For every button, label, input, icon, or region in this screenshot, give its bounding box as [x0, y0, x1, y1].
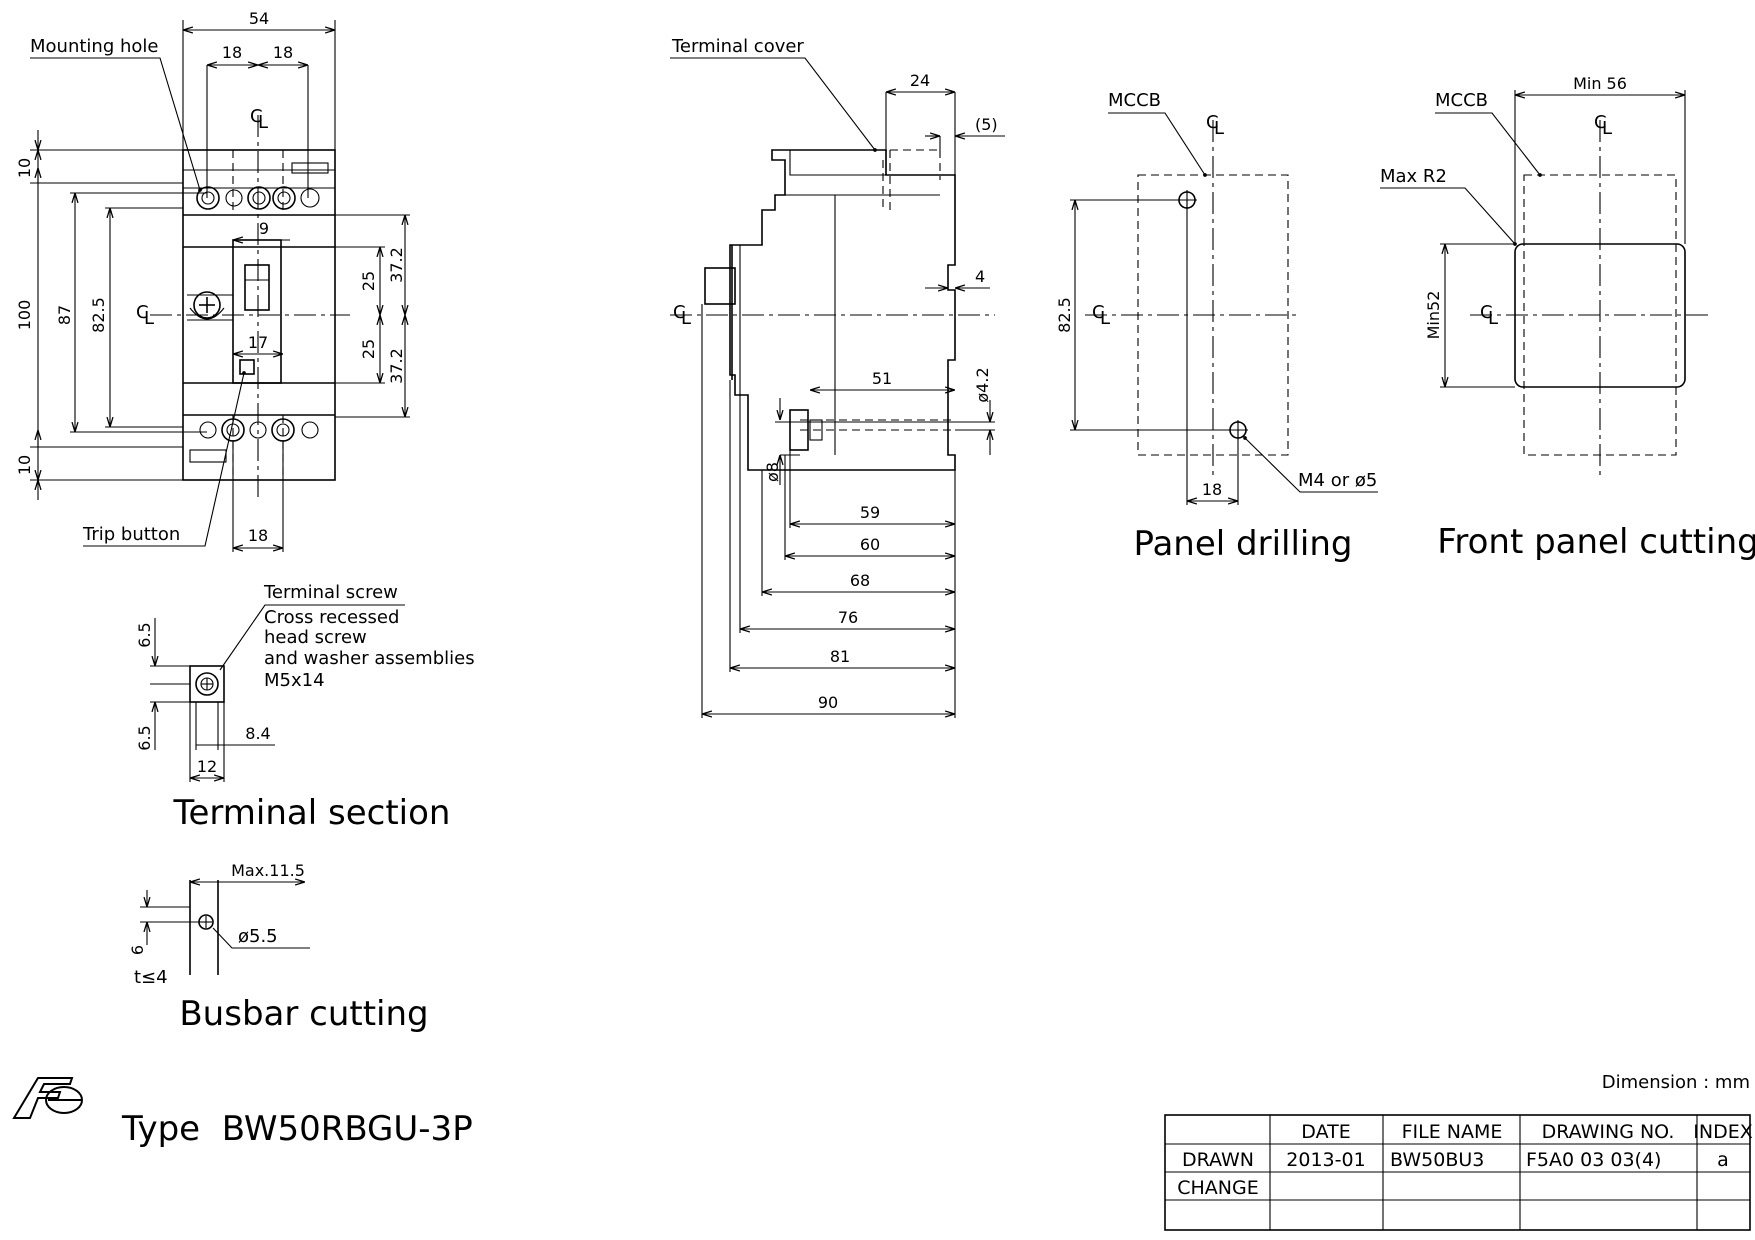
dim-phi-4-2: ø4.2 — [973, 367, 992, 402]
dim-68: 68 — [850, 571, 870, 590]
dim-phi-5-5: ø5.5 — [238, 926, 278, 947]
label-m4-or-5: M4 or ø5 — [1298, 470, 1377, 491]
dim-24: 24 — [910, 71, 930, 90]
row-change-label: CHANGE — [1177, 1177, 1259, 1199]
dim-81: 81 — [830, 647, 850, 666]
svg-text:C: C — [1480, 302, 1493, 323]
adjust-screw-icon — [187, 291, 233, 321]
svg-text:L: L — [681, 308, 691, 329]
dim-10-top: 10 — [15, 158, 34, 178]
svg-text:L: L — [1602, 118, 1612, 139]
busbar-cutting-view: Max.11.5 6 t≤4 ø5.5 Busbar cutting — [128, 861, 429, 1034]
label-mccb-drilling: MCCB — [1108, 90, 1161, 111]
dim-t-le-4: t≤4 — [134, 967, 168, 988]
row-drawn-drawing-no: F5A0 03 03(4) — [1526, 1149, 1661, 1171]
dim-82-5-panel: 82.5 — [1055, 297, 1074, 333]
caption-terminal-section: Terminal section — [173, 793, 451, 833]
header-date: DATE — [1301, 1121, 1350, 1143]
row-drawn-index: a — [1717, 1149, 1729, 1171]
dim-18-panel: 18 — [1202, 480, 1222, 499]
top-terminals-icon — [196, 162, 329, 210]
row-drawn-file: BW50BU3 — [1390, 1149, 1484, 1171]
terminal-section-view: 6.5 6.5 12 8.4 Terminal screw Cross rece… — [135, 582, 475, 833]
caption-panel-drilling: Panel drilling — [1133, 524, 1352, 564]
dim-5: (5) — [975, 115, 998, 134]
dim-82-5: 82.5 — [89, 297, 108, 333]
dim-12: 12 — [197, 757, 217, 776]
front-view: CL CL 54 18 18 10 100 87 82.5 10 25 25 3… — [15, 9, 410, 552]
dim-min-56: Min 56 — [1573, 74, 1627, 93]
svg-text:C: C — [1206, 112, 1219, 133]
svg-text:C: C — [136, 302, 149, 323]
dim-4: 4 — [975, 267, 985, 286]
dim-25a: 25 — [359, 271, 378, 291]
label-mounting-hole: Mounting hole — [30, 36, 158, 57]
svg-text:C: C — [250, 106, 263, 127]
row-drawn-date: 2013-01 — [1286, 1149, 1365, 1171]
dim-37-2b: 37.2 — [387, 348, 406, 384]
svg-text:L: L — [1100, 308, 1110, 329]
dim-8-4: 8.4 — [245, 724, 270, 743]
dim-100: 100 — [15, 300, 34, 331]
dim-17: 17 — [248, 333, 268, 352]
terminal-screw-desc-2: head screw — [264, 627, 367, 648]
terminal-screw-desc-3: and washer assemblies — [264, 648, 475, 669]
label-max-r2: Max R2 — [1380, 166, 1447, 187]
dim-37-2a: 37.2 — [387, 247, 406, 283]
caption-busbar-cutting: Busbar cutting — [179, 994, 428, 1034]
panel-drilling-view: CL CL 82.5 18 MCCB M4 or ø5 Panel drilli… — [1055, 90, 1378, 564]
label-mccb-cutting: MCCB — [1435, 90, 1488, 111]
dim-9: 9 — [259, 219, 269, 238]
dim-51: 51 — [872, 369, 892, 388]
dimension-unit: Dimension : mm — [1602, 1072, 1750, 1093]
bottom-terminals-icon — [189, 418, 319, 463]
header-index: INDEX — [1693, 1121, 1752, 1143]
label-terminal-screw: Terminal screw — [263, 582, 398, 603]
header-file-name: FILE NAME — [1402, 1121, 1503, 1143]
dim-90: 90 — [818, 693, 838, 712]
dim-25b: 25 — [359, 339, 378, 359]
dim-6-5b: 6.5 — [135, 725, 154, 750]
svg-text:L: L — [258, 112, 268, 133]
dim-min-52: Min52 — [1424, 291, 1443, 340]
terminal-screw-icon — [195, 672, 219, 696]
dim-6: 6 — [128, 945, 147, 955]
svg-text:L: L — [144, 308, 154, 329]
terminal-screw-desc-4: M5x14 — [264, 670, 325, 691]
caption-front-panel-cutting: Front panel cutting — [1437, 522, 1755, 562]
svg-text:L: L — [1488, 308, 1498, 329]
dim-10-bottom: 10 — [15, 455, 34, 475]
row-drawn-label: DRAWN — [1182, 1149, 1254, 1171]
dim-max-11-5: Max.11.5 — [231, 861, 305, 880]
title-block: DATE FILE NAME DRAWING NO. INDEX DRAWN 2… — [1164, 1114, 1753, 1231]
dim-phi-8: ø8 — [763, 462, 782, 482]
terminal-screw-desc-1: Cross recessed — [264, 607, 399, 628]
brand-logo-icon — [12, 1077, 83, 1119]
side-view: CL Terminal cover 24 (5) 4 51 ø4.2 ø8 59… — [670, 36, 1005, 718]
type-label: Type BW50RBGU-3P — [121, 1109, 473, 1149]
label-terminal-cover: Terminal cover — [671, 36, 804, 57]
dim-18c: 18 — [248, 526, 268, 545]
dim-60: 60 — [860, 535, 880, 554]
dim-6-5a: 6.5 — [135, 622, 154, 647]
dim-59: 59 — [860, 503, 880, 522]
svg-text:L: L — [1214, 118, 1224, 139]
svg-text:C: C — [1594, 112, 1607, 133]
svg-text:C: C — [1092, 302, 1105, 323]
label-trip-button: Trip button — [82, 524, 180, 545]
svg-text:C: C — [673, 302, 686, 323]
header-drawing-no: DRAWING NO. — [1542, 1121, 1675, 1143]
dim-54: 54 — [249, 9, 269, 28]
dim-18a: 18 — [222, 43, 242, 62]
dim-76: 76 — [838, 608, 858, 627]
dim-18b: 18 — [273, 43, 293, 62]
dim-87: 87 — [55, 305, 74, 325]
front-panel-cutting-view: CL CL Min 56 Min52 MCCB Max R2 Front pan… — [1380, 74, 1755, 562]
